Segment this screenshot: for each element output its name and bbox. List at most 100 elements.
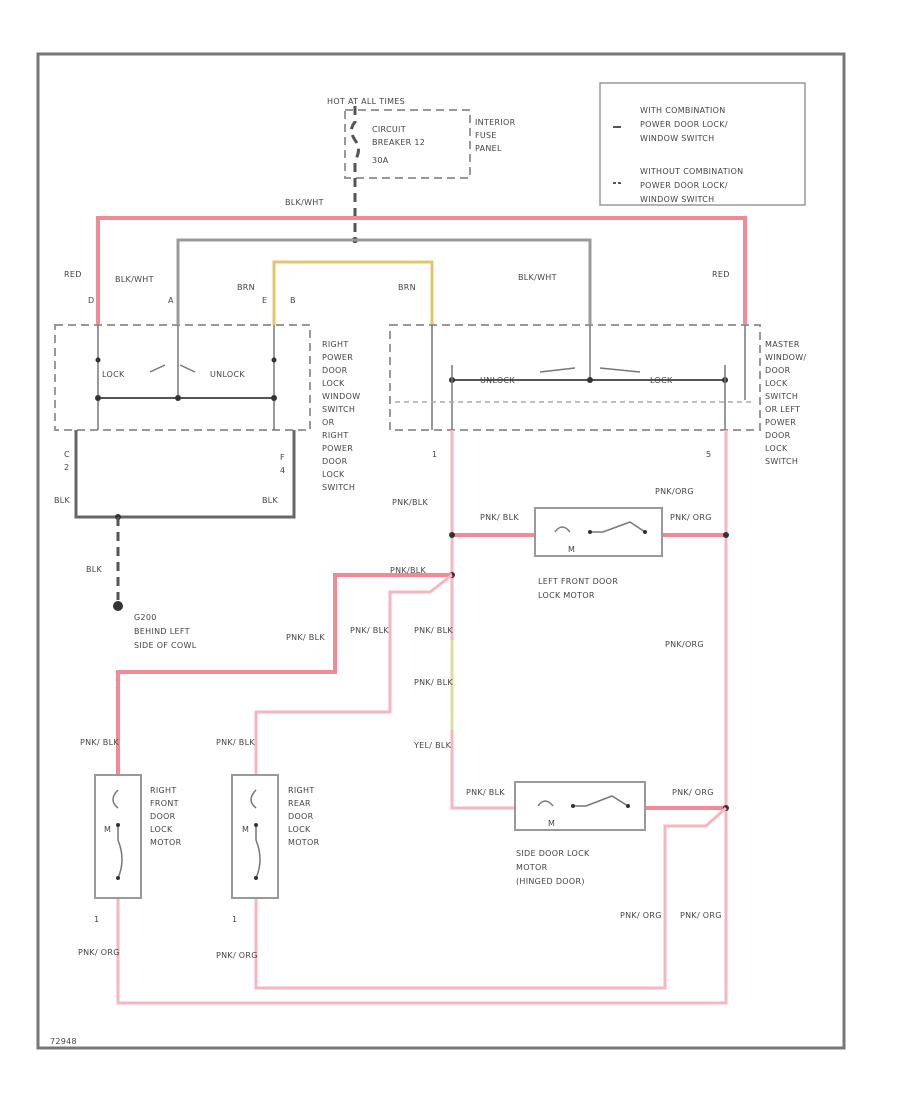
circuit-breaker: HOT AT ALL TIMES CIRCUIT BREAKER 12 30A … [285,97,516,243]
fuse-panel-label: INTERIOR [475,118,516,127]
svg-text:FRONT: FRONT [150,799,179,808]
side-door-lock-motor: M SIDE DOOR LOCK MOTOR (HINGED DOOR) [514,781,646,886]
svg-text:D: D [88,296,94,305]
svg-text:OR: OR [322,418,335,427]
svg-text:RIGHT: RIGHT [288,786,315,795]
svg-text:PNK/ ORG: PNK/ ORG [672,788,714,797]
master-window-door-lock-switch: UNLOCK LOCK MASTER WINDOW/ DOOR LOCK SWI… [389,324,806,466]
master-lock-label: LOCK [650,376,673,385]
svg-text:M: M [568,545,575,554]
svg-text:PNK/ ORG: PNK/ ORG [216,951,258,960]
svg-text:PNK/ BLK: PNK/ BLK [466,788,505,797]
svg-text:PNK/ ORG: PNK/ ORG [670,513,712,522]
svg-text:MASTER: MASTER [765,340,800,349]
svg-text:M: M [104,825,111,834]
svg-text:YEL/ BLK: YEL/ BLK [413,741,452,750]
wire-label-blk-wht: BLK/WHT [285,198,324,207]
right-door-lock-switch: LOCK UNLOCK RIGHT POWER DOOR LOCK WINDOW… [54,324,360,650]
right-front-door-lock-motor: M RIGHT FRONT DOOR LOCK MOTOR 1 [94,774,182,924]
svg-text:RIGHT: RIGHT [322,340,349,349]
svg-text:MOTOR: MOTOR [516,863,548,872]
svg-text:1: 1 [432,450,437,459]
svg-text:30A: 30A [372,156,389,165]
svg-text:WINDOW: WINDOW [322,392,360,401]
svg-text:(HINGED DOOR): (HINGED DOOR) [516,877,585,886]
svg-text:PNK/ BLK: PNK/ BLK [480,513,519,522]
svg-text:SWITCH: SWITCH [765,457,798,466]
svg-text:LOCK: LOCK [288,825,311,834]
svg-text:LOCK: LOCK [322,470,345,479]
svg-text:PNK/ BLK: PNK/ BLK [80,738,119,747]
breaker-label: CIRCUIT [372,125,406,134]
svg-text:B: B [290,296,296,305]
wire-label-red-left: RED [64,270,82,279]
svg-text:POWER: POWER [322,353,353,362]
legend-item-1: WITH COMBINATION [640,106,726,115]
svg-text:MOTOR: MOTOR [150,838,182,847]
ground-label: G200 [134,613,157,622]
svg-text:PANEL: PANEL [475,144,502,153]
svg-text:DOOR: DOOR [322,457,348,466]
svg-text:PNK/ BLK: PNK/ BLK [216,738,255,747]
wire-label-blk: BLK [54,496,71,505]
svg-text:E: E [262,296,267,305]
svg-text:BRN: BRN [237,283,255,292]
wire-label-red-right: RED [712,270,730,279]
svg-text:BLK: BLK [262,496,279,505]
svg-text:BREAKER 12: BREAKER 12 [372,138,425,147]
svg-text:LOCK MOTOR: LOCK MOTOR [538,591,595,600]
svg-text:DOOR: DOOR [322,366,348,375]
svg-text:REAR: REAR [288,799,311,808]
svg-text:5: 5 [706,450,711,459]
svg-text:PNK/ ORG: PNK/ ORG [78,948,120,957]
legend: WITH COMBINATION POWER DOOR LOCK/ WINDOW… [599,82,806,206]
svg-text:LOCK: LOCK [765,444,788,453]
svg-text:2: 2 [64,463,69,472]
svg-text:WINDOW SWITCH: WINDOW SWITCH [640,195,714,204]
svg-text:PNK/ORG: PNK/ORG [665,640,704,649]
svg-text:BLK: BLK [86,565,103,574]
svg-text:PNK/BLK: PNK/BLK [392,498,428,507]
svg-text:LOCK: LOCK [322,379,345,388]
svg-text:DOOR: DOOR [765,431,791,440]
svg-text:FUSE: FUSE [475,131,497,140]
svg-text:M: M [548,819,555,828]
svg-text:SWITCH: SWITCH [322,483,355,492]
svg-text:RIGHT: RIGHT [150,786,177,795]
svg-text:PNK/ BLK: PNK/ BLK [350,626,389,635]
svg-text:PNK/ BLK: PNK/ BLK [414,626,453,635]
svg-text:PNK/ ORG: PNK/ ORG [680,911,722,920]
svg-text:SWITCH: SWITCH [765,392,798,401]
svg-text:C: C [64,450,70,459]
svg-text:M: M [242,825,249,834]
svg-text:SIDE OF COWL: SIDE OF COWL [134,641,197,650]
svg-text:BLK/WHT: BLK/WHT [518,273,557,282]
svg-text:BLK/WHT: BLK/WHT [115,275,154,284]
svg-text:OR LEFT: OR LEFT [765,405,800,414]
diagram-code: 72948 [50,1037,77,1046]
svg-text:SWITCH: SWITCH [322,405,355,414]
left-front-door-lock-motor: M LEFT FRONT DOOR LOCK MOTOR [534,507,663,600]
svg-text:1: 1 [94,915,99,924]
svg-text:LOCK: LOCK [150,825,173,834]
right-rear-door-lock-motor: M RIGHT REAR DOOR LOCK MOTOR 1 [231,774,320,924]
svg-text:RIGHT: RIGHT [322,431,349,440]
svg-text:F: F [280,453,285,462]
svg-text:MOTOR: MOTOR [288,838,320,847]
svg-text:DOOR: DOOR [765,366,791,375]
motor-wiring: PNK/BLK PNK/ORG PNK/ BLK PNK/ ORG PNK/BL… [78,430,729,1005]
svg-text:1: 1 [232,915,237,924]
svg-text:PNK/ORG: PNK/ORG [655,487,694,496]
svg-text:LOCK: LOCK [765,379,788,388]
svg-text:WINDOW/: WINDOW/ [765,353,806,362]
feed-wires: RED RED BLK/WHT BLK/WHT BRN BRN D A E B [64,216,747,325]
svg-text:PNK/ BLK: PNK/ BLK [414,678,453,687]
svg-text:DOOR: DOOR [288,812,314,821]
svg-text:POWER: POWER [322,444,353,453]
svg-text:WINDOW SWITCH: WINDOW SWITCH [640,134,714,143]
svg-text:BRN: BRN [398,283,416,292]
svg-text:A: A [168,296,174,305]
svg-text:PNK/ ORG: PNK/ ORG [620,911,662,920]
lock-label: LOCK [102,370,125,379]
